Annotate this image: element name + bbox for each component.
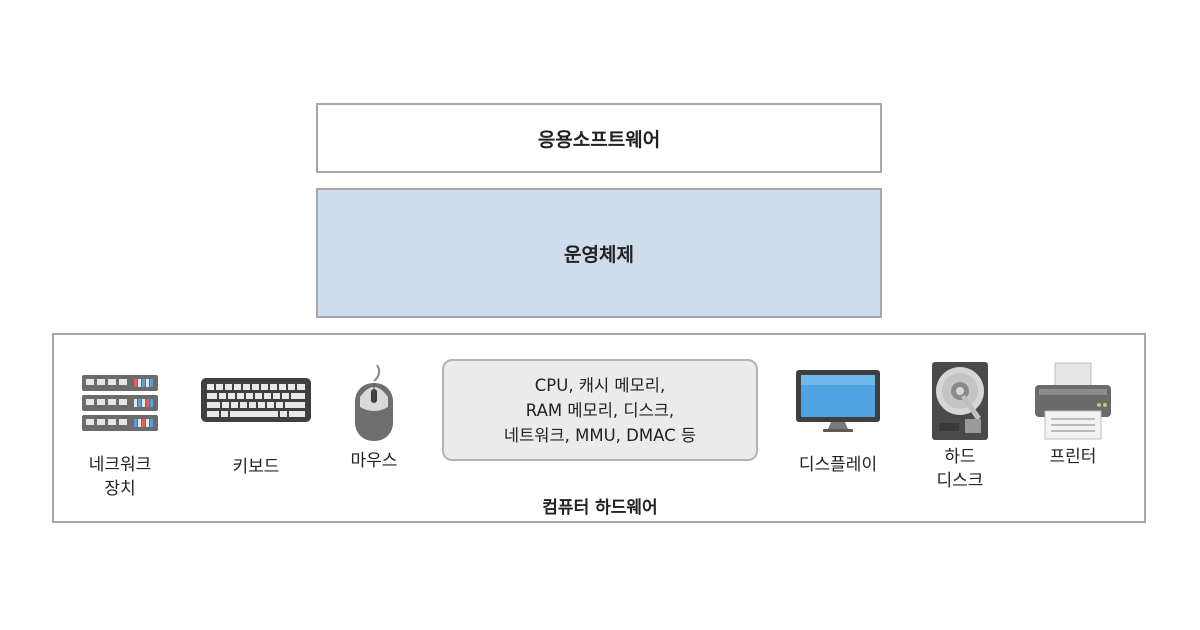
network-device-label: 네크워크 장치 <box>88 455 152 499</box>
hard-disk-device: 하드 디스크 <box>918 361 1002 493</box>
mouse-icon <box>355 364 393 441</box>
keyboard-icon <box>201 378 311 422</box>
hardware-components-box: CPU, 캐시 메모리, RAM 메모리, 디스크, 네트워크, MMU, DM… <box>442 359 758 461</box>
hard-disk-label: 하드 디스크 <box>936 447 984 491</box>
printer-icon <box>1035 362 1111 440</box>
network-device: 네크워크 장치 <box>80 373 160 501</box>
printer-device: 프린터 <box>1028 361 1118 469</box>
computer-hardware-title: 컴퓨터 하드웨어 <box>542 498 658 518</box>
application-software-label: 응용소프트웨어 <box>537 128 661 151</box>
hard-disk-icon <box>932 362 988 440</box>
computer-hardware-layer: 네크워크 장치 키보드 마우스 CPU, 캐시 메모리, RAM 메모리, 디스… <box>52 333 1146 523</box>
printer-label: 프린터 <box>1049 447 1097 467</box>
monitor-icon <box>796 370 880 432</box>
application-software-layer: 응용소프트웨어 <box>316 103 882 173</box>
keyboard-device: 키보드 <box>200 377 312 479</box>
mouse-device: 마우스 <box>336 363 412 473</box>
mouse-label: 마우스 <box>350 451 398 471</box>
operating-system-label: 운영체제 <box>564 243 634 266</box>
keyboard-label: 키보드 <box>232 457 280 477</box>
operating-system-layer: 운영체제 <box>316 188 882 318</box>
display-label: 디스플레이 <box>798 455 878 475</box>
network-switch-icon <box>82 375 158 431</box>
display-device: 디스플레이 <box>790 369 886 477</box>
